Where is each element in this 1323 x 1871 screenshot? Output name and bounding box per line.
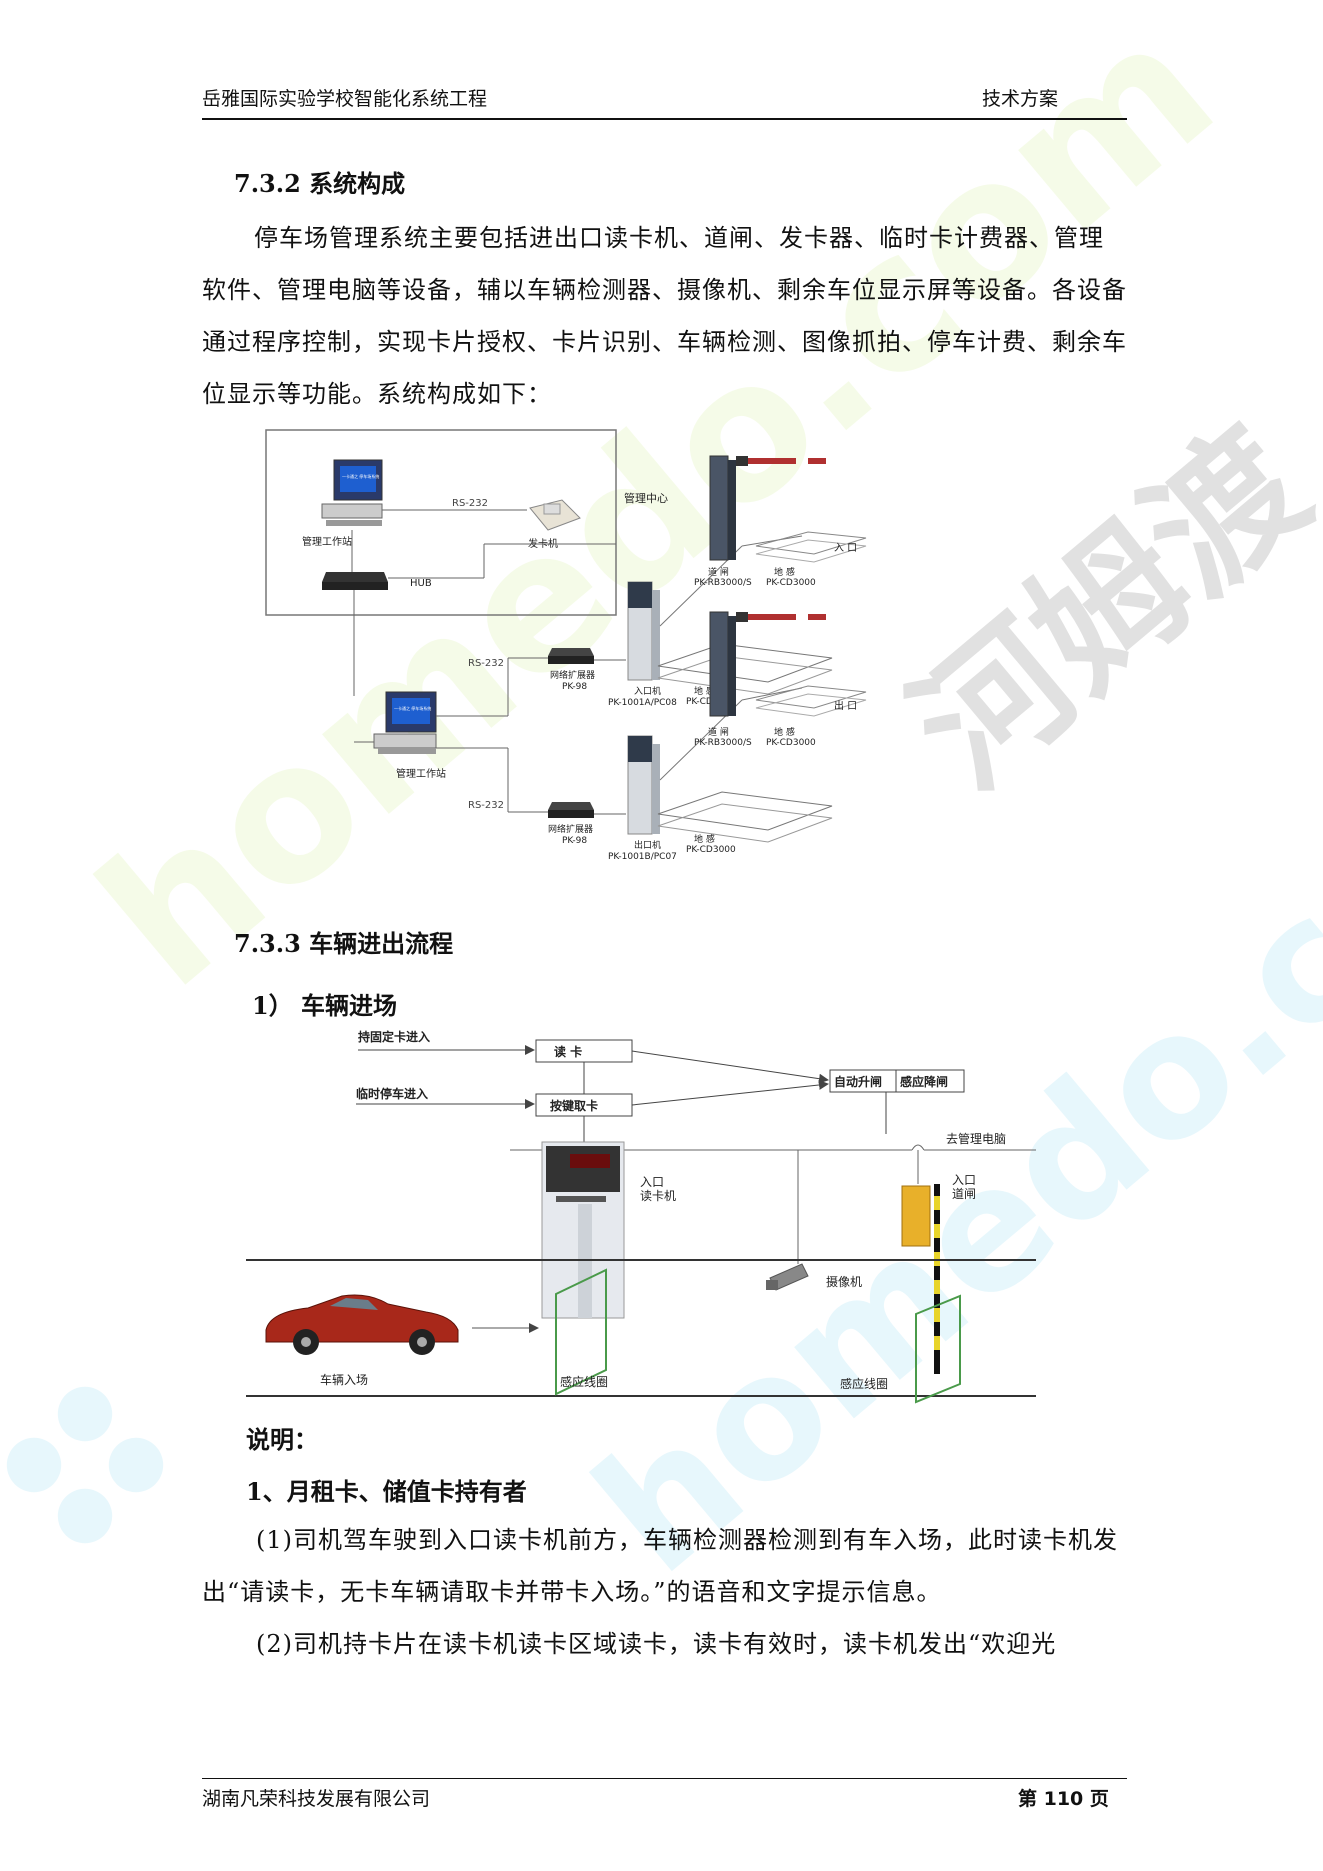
section-732-title: 7.3.2 系统构成 xyxy=(234,169,406,198)
sense-close-box xyxy=(895,1069,965,1093)
sensor-out-model: PK-CD3000 xyxy=(766,738,816,748)
section-733-title: 7.3.3 车辆进出流程 xyxy=(234,929,454,958)
network-expander-2-icon xyxy=(548,802,594,818)
expander-1-label: 网络扩展器 xyxy=(550,669,595,681)
sensor-in-plate xyxy=(755,531,867,555)
car-in-label: 车辆入场 xyxy=(320,1372,368,1387)
network-expander-1-icon xyxy=(548,648,594,664)
notes-sub-monthly-card: 1、月租卡、储值卡持有者 xyxy=(246,1477,527,1506)
header-title: 岳雅国际实验学校智能化系统工程 xyxy=(202,88,488,110)
gate-out-icon xyxy=(709,611,826,717)
svg-text:一卡通之 停车场系统: 一卡通之 停车场系统 xyxy=(342,473,379,479)
gate-out-model: PK-RB3000/S xyxy=(694,738,752,748)
sensor-out-label: 地 感 xyxy=(774,726,795,738)
loop-2-label: 感应线圈 xyxy=(840,1376,888,1391)
induction-loop-1 xyxy=(555,1268,607,1396)
expander-2-model: PK-98 xyxy=(562,836,587,846)
fixed-card-label: 持固定卡进入 xyxy=(358,1029,430,1044)
gate-out-label: 道 闸 xyxy=(708,726,729,738)
mgmt-center-box xyxy=(265,429,617,616)
header-doc-type: 技术方案 xyxy=(982,88,1059,110)
read-card-box xyxy=(535,1039,633,1063)
svg-text:一卡通之 停车场系统: 一卡通之 停车场系统 xyxy=(394,705,431,711)
entry-reader-label-2: 读卡机 xyxy=(640,1189,676,1203)
entrance-label: 入 口 xyxy=(834,543,857,554)
system-diagram: 管理中心 一卡通之 停车场系统 管理工作站 RS-232 发卡机 HUB 一卡通… xyxy=(265,429,867,862)
entry-reader-icon xyxy=(541,1141,625,1319)
entry-gate-icon xyxy=(901,1184,940,1374)
loop-1-label: 感应线圈 xyxy=(560,1374,608,1389)
header-rule xyxy=(202,118,1127,120)
workstation-bottom-label: 管理工作站 xyxy=(396,767,446,780)
gate-in-model: PK-RB3000/S xyxy=(694,578,752,588)
footer-page-number: 第 110 页 xyxy=(1018,1788,1109,1810)
entry-machine-label: 入口机 xyxy=(634,685,661,697)
camera-label: 摄像机 xyxy=(826,1274,862,1289)
sensor-2-label: 地 感 xyxy=(694,833,715,845)
footer-rule xyxy=(202,1778,1127,1779)
exit-machine-model: PK-1001B/PC07 xyxy=(608,852,677,862)
exit-machine-icon xyxy=(627,735,660,835)
mgmt-center-label: 管理中心 xyxy=(624,491,668,505)
section-733-sub1: 1） 车辆进场 xyxy=(252,991,398,1020)
hub-label: HUB xyxy=(410,578,432,589)
induction-loop-2 xyxy=(915,1294,961,1404)
expander-2-label: 网络扩展器 xyxy=(548,823,593,835)
sensor-2-model: PK-CD3000 xyxy=(686,845,736,855)
workstation-top-label: 管理工作站 xyxy=(302,535,352,548)
sensor-in-model: PK-CD3000 xyxy=(766,578,816,588)
red-car-icon xyxy=(265,1294,459,1355)
workstation-bottom-icon: 一卡通之 停车场系统 xyxy=(373,691,437,754)
to-pc-label: 去管理电脑 xyxy=(946,1131,1006,1146)
rs232-entry-label: RS-232 xyxy=(468,658,504,669)
notes-paragraph-1: (1)司机驾车驶到入口读卡机前方，车辆检测器检测到有车入场，此时读卡机发出“请读… xyxy=(202,1526,1118,1606)
entry-reader-label-1: 入口 xyxy=(640,1175,664,1189)
press-ticket-label: 按键取卡 xyxy=(550,1098,598,1113)
entry-machine-icon xyxy=(627,581,660,681)
temp-park-label: 临时停车进入 xyxy=(356,1086,428,1101)
notes-title: 说明： xyxy=(246,1425,318,1454)
entry-flow-diagram: 持固定卡进入 临时停车进入 读 卡 按键取卡 自动升闸 感应降闸 去管理电脑 入… xyxy=(246,1029,1036,1404)
expander-1-model: PK-98 xyxy=(562,682,587,692)
rs232-top-label: RS-232 xyxy=(452,498,488,509)
sense-close-label: 感应降闸 xyxy=(900,1074,948,1089)
auto-open-label: 自动升闸 xyxy=(834,1074,882,1089)
entry-machine-model: PK-1001A/PC08 xyxy=(608,698,677,708)
entry-gate-label-1: 入口 xyxy=(952,1173,976,1187)
camera-icon xyxy=(766,1263,809,1291)
section-732-paragraph: 停车场管理系统主要包括进出口读卡机、道闸、发卡器、临时卡计费器、管理软件、管理电… xyxy=(202,212,1127,420)
watermark-flower-icon xyxy=(6,1386,164,1544)
read-card-label: 读 卡 xyxy=(554,1044,582,1059)
section-732-text: 停车场管理系统主要包括进出口读卡机、道闸、发卡器、临时卡计费器、管理软件、管理电… xyxy=(202,224,1127,408)
hub-icon xyxy=(322,572,388,590)
notes-body: (1)司机驾车驶到入口读卡机前方，车辆检测器检测到有车入场，此时读卡机发出“请读… xyxy=(202,1514,1127,1670)
card-issuer-icon xyxy=(529,499,581,531)
sensor-out-plate xyxy=(755,685,867,709)
notes-paragraph-2: (2)司机持卡片在读卡机读卡区域读卡，读卡有效时，读卡机发出“欢迎光 xyxy=(256,1630,1057,1658)
entry-gate-label-2: 道闸 xyxy=(952,1187,976,1201)
footer-company: 湖南凡荣科技发展有限公司 xyxy=(202,1788,431,1810)
workstation-top-icon: 一卡通之 停车场系统 xyxy=(321,459,383,526)
exit-label: 出 口 xyxy=(834,699,857,712)
gate-in-icon xyxy=(709,455,826,561)
sensor-in-label: 地 感 xyxy=(774,566,795,578)
sensor-2-plate xyxy=(657,791,833,831)
exit-machine-label: 出口机 xyxy=(634,839,661,851)
sensor-1-plate xyxy=(657,643,833,683)
rs232-exit-label: RS-232 xyxy=(468,800,504,811)
gate-in-label: 道 闸 xyxy=(708,566,729,578)
